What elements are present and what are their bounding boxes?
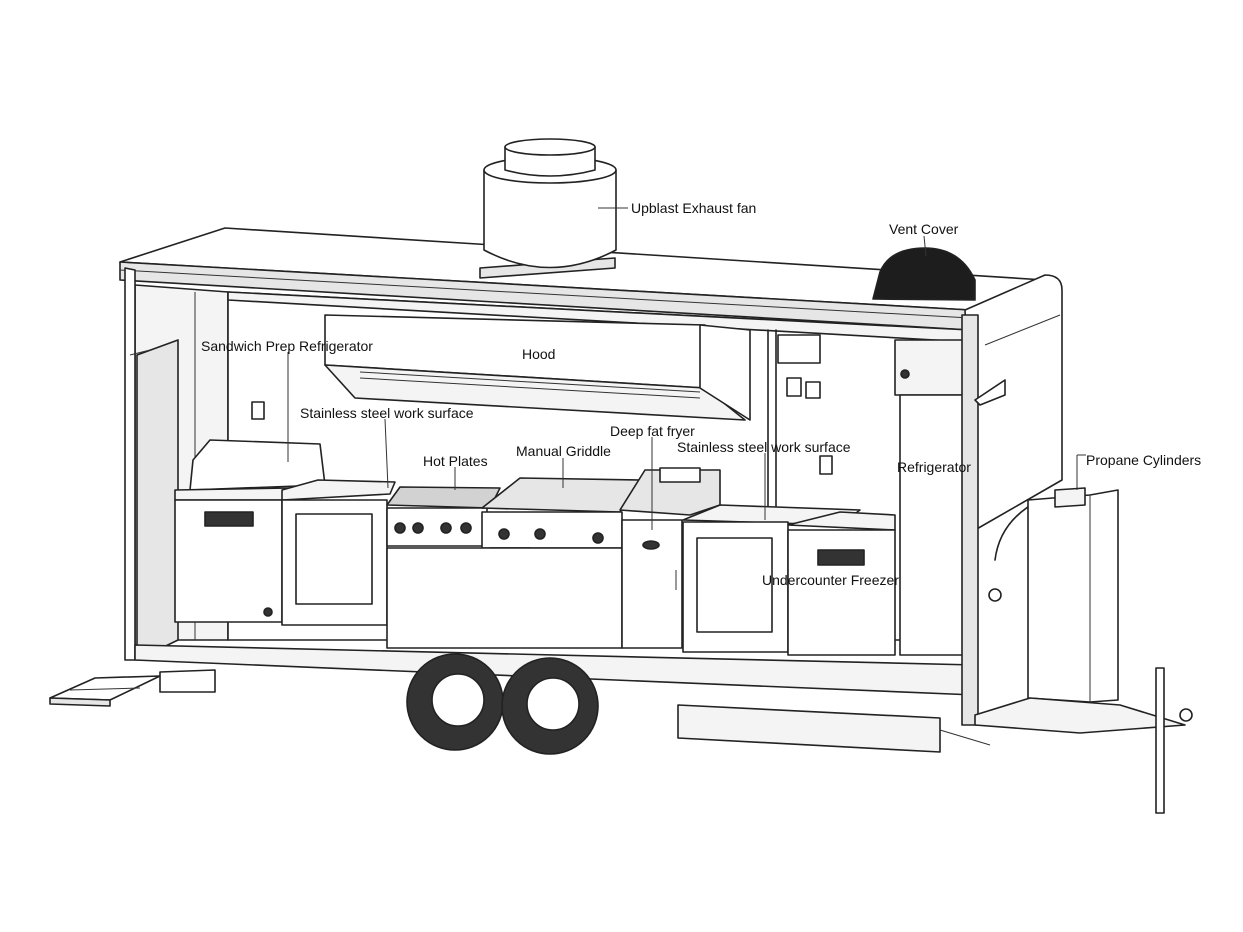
upblast-exhaust-fan: [479, 138, 628, 279]
leader-lines: [287, 352, 766, 530]
label-hood: Hood: [522, 346, 556, 362]
label-manual-griddle: Manual Griddle: [516, 443, 611, 459]
label-refrigerator: Refrigerator: [897, 459, 971, 475]
label-sandwich-prep-refrigerator: Sandwich Prep Refrigerator: [201, 338, 373, 354]
counter-line: [134, 339, 976, 696]
label-stainless-steel-work-surface-right: Stainless steel work surface: [677, 439, 851, 455]
label-stainless-steel-work-surface-left: Stainless steel work surface: [300, 405, 474, 421]
label-vent-cover: Vent Cover: [889, 221, 959, 237]
step: [49, 675, 161, 707]
propane-cylinders: [1027, 454, 1119, 703]
label-deep-fat-fryer: Deep fat fryer: [610, 423, 695, 439]
hitch: [974, 667, 1193, 814]
wall-fixtures: [251, 329, 833, 521]
label-hot-plates: Hot Plates: [423, 453, 488, 469]
label-propane-cylinders: Propane Cylinders: [1086, 452, 1202, 468]
left-door: [124, 267, 179, 661]
vent-cover: [872, 235, 976, 301]
trailer-front: [961, 274, 1063, 726]
undercarriage: [159, 653, 991, 755]
hood: [324, 314, 751, 421]
label-undercounter-freezer: Undercounter Freezer: [762, 572, 899, 588]
label-upblast-exhaust-fan: Upblast Exhaust fan: [631, 200, 757, 216]
